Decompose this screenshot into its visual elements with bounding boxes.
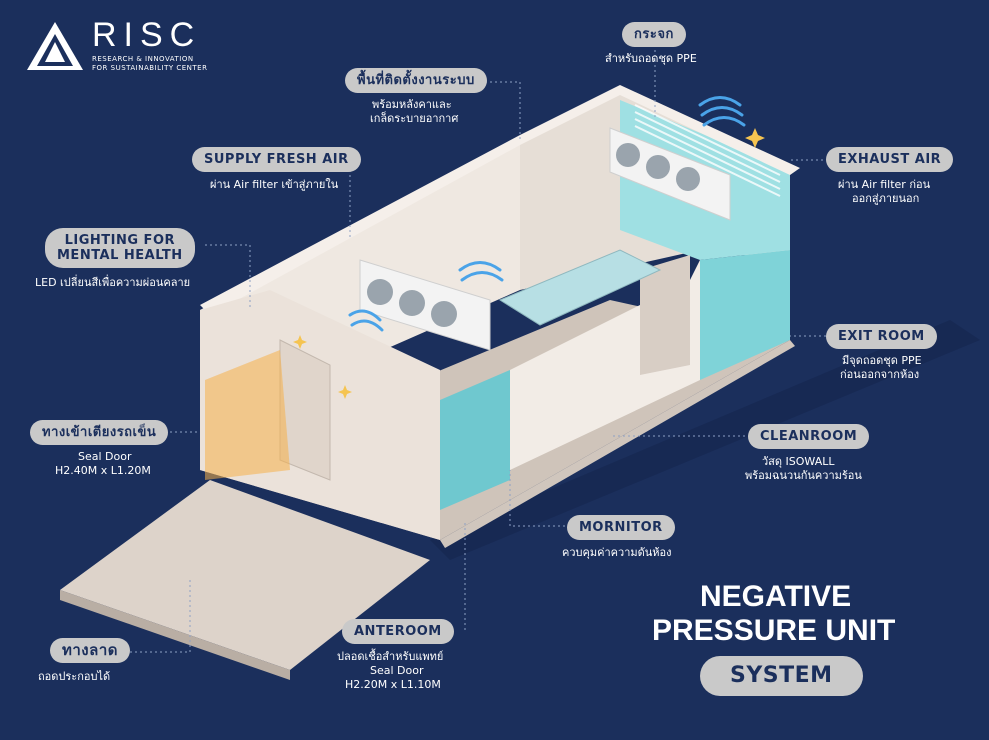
light-glow-icon <box>205 350 290 480</box>
logo-name: RISC <box>92 16 202 54</box>
logo-tagline-line2: FOR SUSTAINABILITY CENTER <box>92 64 208 72</box>
label-install-area-desc2: เกล็ดระบายอากาศ <box>370 112 459 125</box>
label-bed-entrance-desc2: H2.40M x L1.20M <box>55 464 151 477</box>
airflow-icon <box>348 96 746 332</box>
logo-tagline-line1: RESEARCH & INNOVATION <box>92 55 194 63</box>
label-lighting-desc: LED เปลี่ยนสีเพื่อความผ่อนคลาย <box>35 276 191 289</box>
label-glass: กระจก <box>622 22 686 47</box>
label-exhaust-air-desc2: ออกสู่ภายนอก <box>852 192 920 205</box>
title-line2: PRESSURE UNIT <box>652 614 896 647</box>
label-supply-fresh-air-desc: ผ่าน Air filter เข้าสู่ภายใน <box>210 178 339 191</box>
label-exhaust-air-desc1: ผ่าน Air filter ก่อน <box>838 178 931 191</box>
label-ramp: ทางลาด <box>50 638 130 663</box>
exit-door <box>640 255 690 375</box>
label-monitor: MORNITOR <box>567 515 675 540</box>
label-install-area: พื้นที่ติดตั้งงานระบบ <box>345 68 487 93</box>
label-anteroom: ANTEROOM <box>342 619 454 644</box>
label-glass-desc: สำหรับถอดชุด PPE <box>605 52 697 65</box>
label-cleanroom-desc1: วัสดุ ISOWALL <box>762 455 835 468</box>
label-ramp-desc: ถอดประกอบได้ <box>38 670 111 683</box>
hospital-bed <box>498 249 662 326</box>
label-exhaust-air: EXHAUST AIR <box>826 147 954 172</box>
label-exit-room-desc2: ก่อนออกจากห้อง <box>840 368 920 381</box>
label-exit-room-desc1: มีจุดถอดชุด PPE <box>842 354 922 367</box>
front-edge <box>440 340 795 548</box>
label-anteroom-desc2: Seal Door <box>370 664 424 677</box>
label-monitor-desc: ควบคุมค่าความดันห้อง <box>562 546 672 559</box>
vent-slats <box>634 104 781 197</box>
exit-room-wall <box>700 250 790 380</box>
ac-unit-icon <box>609 127 731 221</box>
label-install-area-desc1: พร้อมหลังคาและ <box>372 98 452 111</box>
logo-mark-icon <box>27 22 83 70</box>
label-exit-room: EXIT ROOM <box>826 324 937 349</box>
label-lighting-title1: LIGHTING FOR <box>64 233 176 248</box>
label-lighting-title2: MENTAL HEALTH <box>57 248 183 263</box>
ac-unit-icon <box>359 259 491 351</box>
label-anteroom-desc3: H2.20M x L1.10M <box>345 678 441 691</box>
label-bed-entrance: ทางเข้าเตียงรถเข็น <box>30 420 169 445</box>
label-supply-fresh-air: SUPPLY FRESH AIR <box>192 147 361 172</box>
label-bed-entrance-desc1: Seal Door <box>78 450 132 463</box>
sparkle-icon <box>293 128 765 399</box>
anteroom-wall <box>440 370 510 510</box>
label-cleanroom-desc2: พร้อมฉนวนกันความร้อน <box>745 469 862 482</box>
title-line1: NEGATIVE <box>700 580 852 613</box>
label-cleanroom: CLEANROOM <box>748 424 870 449</box>
unit-shadow <box>430 320 980 560</box>
label-lighting: LIGHTING FOR MENTAL HEALTH <box>45 228 195 268</box>
title-badge: SYSTEM <box>700 656 863 696</box>
ramp-floor <box>60 480 430 670</box>
label-anteroom-desc1: ปลอดเชื้อสำหรับแพทย์ <box>337 650 444 663</box>
ramp-edge <box>60 590 290 680</box>
